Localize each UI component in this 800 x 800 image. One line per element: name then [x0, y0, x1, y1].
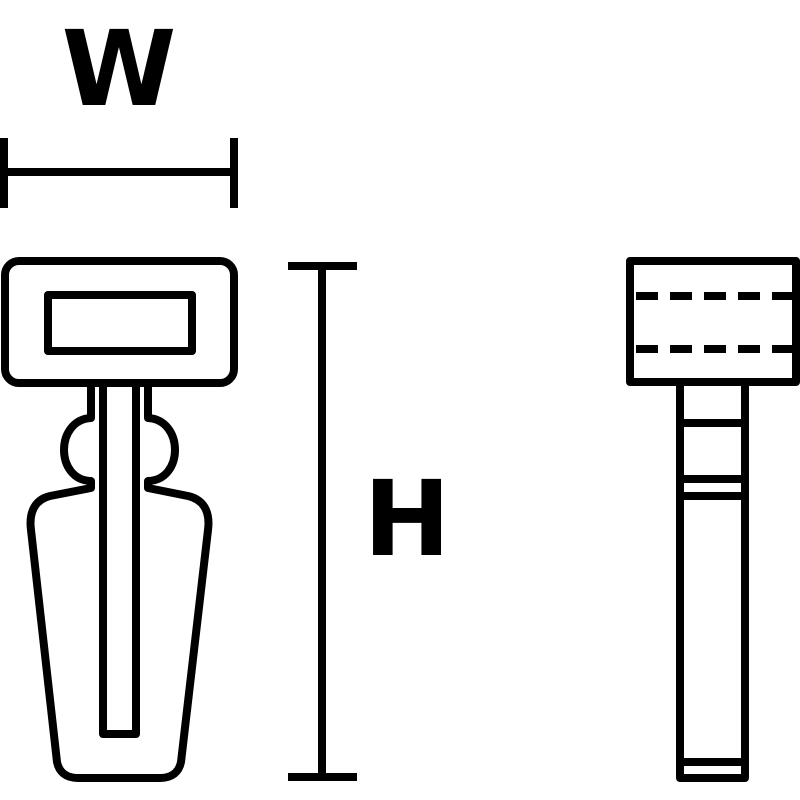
- front-body: [26, 383, 213, 782]
- front-stem: [99, 383, 140, 738]
- height-label: H: [363, 458, 450, 580]
- front-slot: [44, 291, 196, 355]
- side-head: [626, 257, 800, 386]
- front-view: [1, 257, 238, 782]
- side-stem: [676, 378, 749, 782]
- height-dimension-line: [288, 262, 357, 781]
- front-head: [1, 257, 238, 387]
- side-view: [626, 257, 800, 782]
- width-dimension-line: [0, 138, 238, 208]
- width-label: W: [62, 8, 177, 130]
